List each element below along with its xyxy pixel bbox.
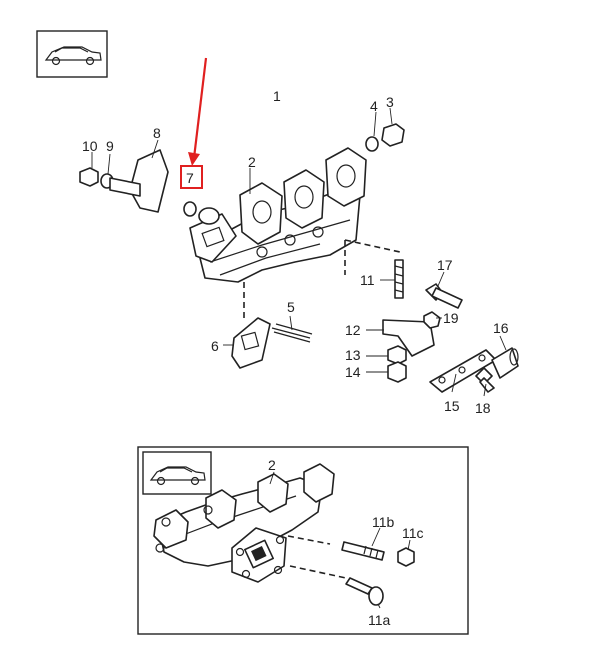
callout-5: 5 bbox=[287, 299, 295, 315]
callout-13: 13 bbox=[345, 347, 361, 363]
part-bracket-8 bbox=[109, 149, 169, 213]
callout-2: 2 bbox=[248, 154, 256, 170]
callout-10: 10 bbox=[82, 138, 98, 154]
inset-callout-11a: 11a bbox=[368, 612, 391, 628]
part-bolt-11a bbox=[345, 577, 384, 606]
callout-12: 12 bbox=[345, 322, 361, 338]
highlight-arrow bbox=[188, 57, 208, 166]
inset-exhaust-manifold bbox=[153, 463, 335, 583]
part-bolt-18 bbox=[475, 367, 495, 393]
highlight-box bbox=[180, 165, 203, 189]
part-bolt-17 bbox=[425, 283, 463, 309]
part-stud-11 bbox=[394, 259, 404, 299]
part-nut-14 bbox=[387, 361, 407, 383]
callout-8: 8 bbox=[153, 125, 161, 141]
part-gasket-ring bbox=[198, 207, 220, 225]
inset-callout-11b: 11b bbox=[372, 514, 395, 530]
part-nut-13 bbox=[387, 345, 407, 365]
callout-1: 1 bbox=[273, 88, 281, 104]
exhaust-manifold bbox=[189, 147, 367, 283]
car-thumbnail-icon bbox=[142, 451, 212, 495]
part-sleeve-16 bbox=[491, 347, 519, 379]
inset-callout-11c: 11c bbox=[402, 525, 424, 541]
leader-lines-inset bbox=[269, 471, 411, 609]
callout-6: 6 bbox=[211, 338, 219, 354]
part-gasket-6 bbox=[231, 317, 271, 369]
part-nut-3 bbox=[381, 123, 405, 147]
part-washer-7 bbox=[183, 201, 197, 217]
callout-17: 17 bbox=[437, 257, 453, 273]
leader-lines-upper bbox=[91, 107, 507, 397]
part-stud-11b bbox=[341, 541, 385, 561]
callout-14: 14 bbox=[345, 364, 361, 380]
car-thumbnail-icon bbox=[36, 30, 108, 78]
part-nut-10 bbox=[79, 167, 99, 187]
callout-18: 18 bbox=[475, 400, 491, 416]
callout-16: 16 bbox=[493, 320, 509, 336]
part-washer-4 bbox=[365, 136, 379, 152]
part-nut-11c bbox=[397, 547, 415, 567]
part-nut-19 bbox=[423, 311, 441, 329]
callout-3: 3 bbox=[386, 94, 394, 110]
callout-7: 7 bbox=[186, 170, 194, 186]
inset-frame bbox=[137, 446, 469, 635]
callout-4: 4 bbox=[370, 98, 378, 114]
callout-19: 19 bbox=[443, 310, 459, 326]
part-stud-5 bbox=[271, 323, 313, 343]
callout-11: 11 bbox=[360, 272, 375, 288]
inset-callout-2: 2 bbox=[268, 457, 276, 473]
callout-9: 9 bbox=[106, 138, 114, 154]
callout-15: 15 bbox=[444, 398, 460, 414]
